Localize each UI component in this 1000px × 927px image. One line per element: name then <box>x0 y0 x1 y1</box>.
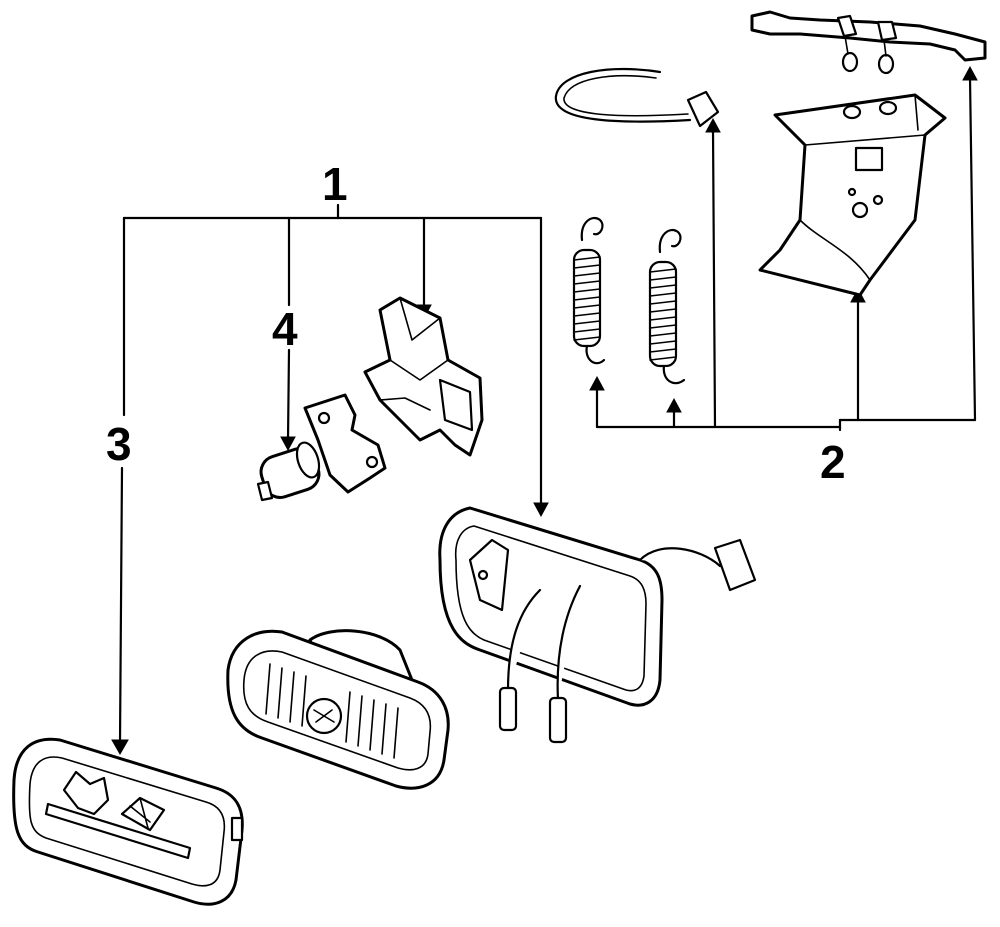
callout-3: 3 <box>106 418 132 470</box>
lamp-body <box>226 629 450 790</box>
lamp-lens <box>12 737 244 906</box>
lamp-housing <box>438 506 757 744</box>
wire-harness <box>554 67 720 128</box>
spring-2 <box>648 228 686 385</box>
callout-1: 1 <box>322 158 348 210</box>
bulb-socket <box>363 296 484 457</box>
spring-1 <box>572 216 606 365</box>
socket-plate <box>303 393 387 494</box>
callout-2: 2 <box>820 436 846 488</box>
lamp-bracket <box>758 93 947 297</box>
callout-4: 4 <box>272 303 298 355</box>
lamp-bulb <box>256 441 321 502</box>
leader-lines-group-2 <box>589 65 978 432</box>
mounting-clip <box>750 10 987 75</box>
